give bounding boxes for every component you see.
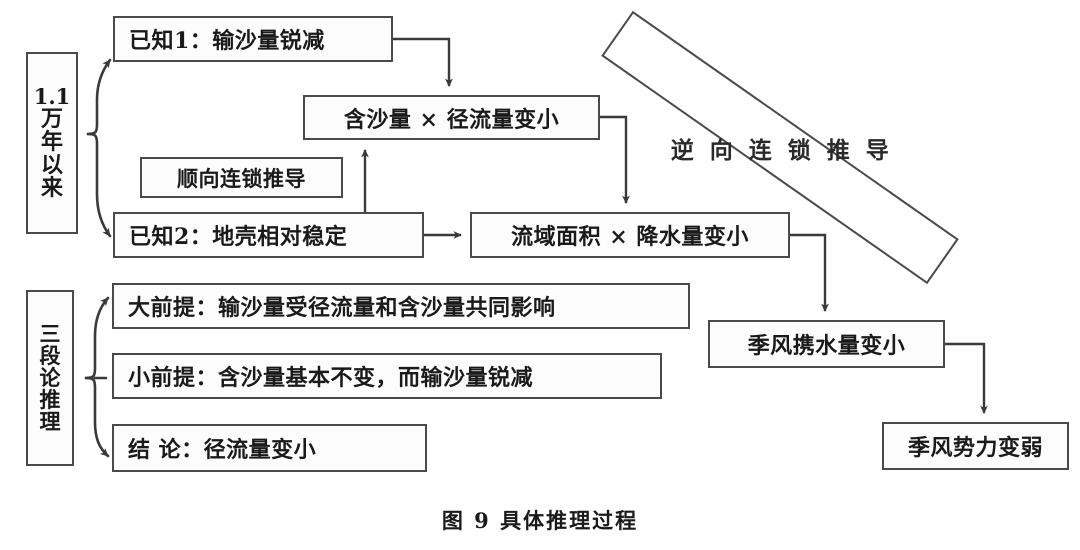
- box-conclusion-label: 结 论：径流量变小: [128, 437, 317, 463]
- box-monsoon-weak: 季风势力变弱: [882, 422, 1069, 470]
- figure-caption: 图 9 具体推理过程: [0, 505, 1080, 535]
- wire-basin-to-monsoon-water: [790, 233, 829, 312]
- box-monsoon-water: 季风携水量变小: [708, 320, 945, 368]
- syllogism-char-0: 三: [39, 321, 61, 347]
- era-char-2: 以: [40, 151, 63, 178]
- box-known1: 已知1：输沙量锐减: [113, 16, 393, 62]
- wire-monsoon-water-to-weak: [945, 342, 988, 414]
- wire-known1-to-sediment: [393, 37, 453, 87]
- box-basin-precip: 流域面积 × 降水量变小: [470, 212, 790, 258]
- syllogism-char-4: 理: [39, 408, 61, 434]
- syllogism-char-3: 推: [39, 386, 61, 412]
- box-conclusion: 结 论：径流量变小: [112, 424, 427, 472]
- group-label-syllogism: 三 段 论 推 理: [26, 290, 74, 466]
- box-sediment-runoff: 含沙量 × 径流量变小: [303, 95, 600, 140]
- box-known2: 已知2：地壳相对稳定: [113, 212, 424, 258]
- era-number: 1.1: [33, 84, 71, 110]
- box-major-premise: 大前提：输沙量受径流量和含沙量共同影响: [112, 283, 690, 329]
- box-sediment-runoff-label: 含沙量 × 径流量变小: [343, 106, 560, 133]
- box-monsoon-weak-label: 季风势力变弱: [907, 435, 1043, 461]
- syllogism-char-2: 论: [39, 365, 61, 391]
- box-forward-chain-label: 顺向连锁推导: [140, 157, 343, 198]
- group-label-era: 1.1 万 年 以 来: [26, 52, 78, 234]
- era-char-0: 万: [40, 106, 63, 133]
- syllogism-char-1: 段: [39, 343, 61, 369]
- brace-syllogism: [84, 296, 110, 458]
- box-monsoon-water-label: 季风携水量变小: [747, 333, 906, 359]
- era-char-3: 来: [40, 174, 63, 201]
- wire-sediment-to-basin: [600, 115, 630, 204]
- brace-era: [86, 58, 112, 238]
- box-basin-precip-label: 流域面积 × 降水量变小: [511, 224, 749, 250]
- reverse-chain-text: 逆向连锁推导: [671, 136, 905, 164]
- box-known1-label: 已知1：输沙量锐减: [129, 28, 325, 54]
- figure-caption-text: 图 9 具体推理过程: [441, 508, 639, 533]
- box-minor-premise-label: 小前提：含沙量基本不变，而输沙量锐减: [128, 365, 534, 391]
- forward-chain-text: 顺向连锁推导: [177, 165, 306, 191]
- box-known2-label: 已知2：地壳相对稳定: [129, 224, 348, 250]
- era-char-1: 年: [40, 129, 63, 156]
- box-minor-premise: 小前提：含沙量基本不变，而输沙量锐减: [112, 353, 662, 399]
- box-major-premise-label: 大前提：输沙量受径流量和含沙量共同影响: [128, 295, 556, 321]
